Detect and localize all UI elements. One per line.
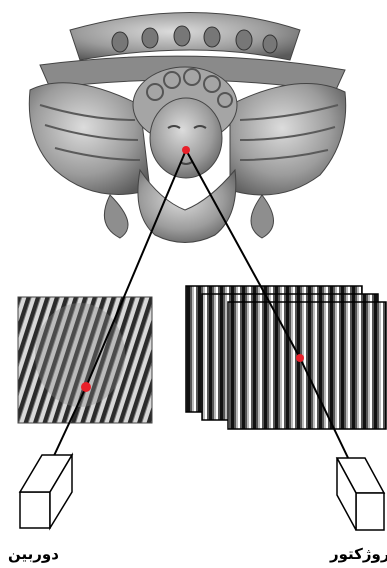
camera-box-icon <box>20 455 72 528</box>
sculpture-scan <box>29 13 345 243</box>
marker-object <box>182 146 190 154</box>
camera-label: دوربین <box>8 545 59 563</box>
projector-patterns <box>186 286 386 429</box>
camera-image <box>18 297 152 423</box>
marker-projector <box>296 354 304 362</box>
marker-camera <box>81 382 91 392</box>
projector-box-icon <box>337 458 384 530</box>
projector-label: پروژکتور <box>330 545 387 563</box>
